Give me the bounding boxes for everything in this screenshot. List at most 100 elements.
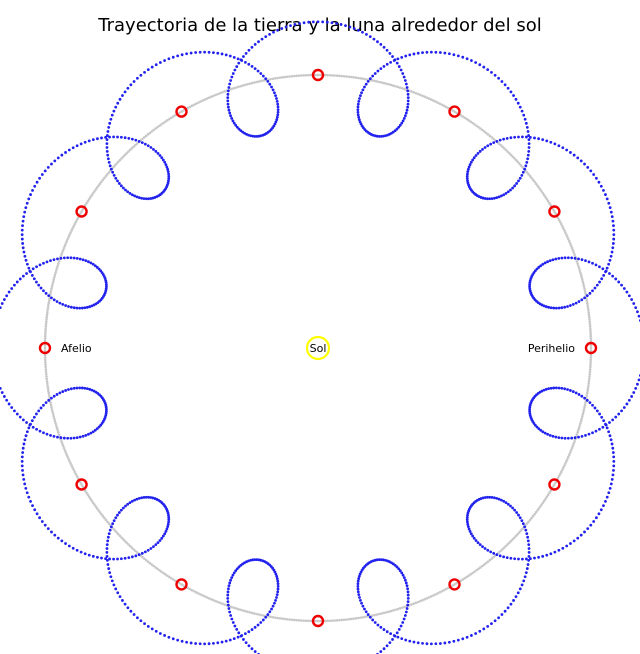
earth-orbit-point — [371, 79, 374, 82]
moon-path-point — [359, 94, 362, 98]
moon-path-point — [78, 306, 82, 310]
earth-orbit-point — [57, 433, 61, 436]
earth-orbit-point — [103, 516, 106, 520]
moon-path-point — [404, 638, 408, 642]
earth-orbit-point — [359, 616, 363, 619]
moon-path-point — [497, 195, 501, 199]
earth-orbit-point — [451, 109, 454, 112]
earth-orbit-point — [135, 551, 139, 554]
earth-orbit-point — [587, 311, 590, 314]
moon-path-point — [416, 51, 420, 55]
moon-path-point — [50, 296, 53, 300]
moon-path-point — [474, 632, 478, 635]
moon-path-point — [109, 167, 113, 171]
moon-path-point — [489, 550, 493, 554]
moon-path-point — [149, 197, 153, 200]
earth-orbit-point — [347, 75, 351, 79]
moon-path-point — [588, 401, 592, 405]
moon-path-point — [127, 556, 131, 560]
moon-path-point — [566, 256, 570, 260]
earth-orbit-point — [444, 587, 448, 591]
earth-orbit-point — [66, 237, 69, 241]
earth-orbit-point — [354, 617, 358, 620]
moon-path-point — [105, 543, 109, 547]
moon-path-point — [2, 395, 6, 398]
earth-orbit-point — [434, 593, 437, 596]
moon-path-point — [104, 283, 108, 287]
moon-path-point — [524, 528, 528, 532]
earth-orbit-point — [49, 289, 53, 293]
moon-path-point — [492, 196, 496, 200]
moon-path-point — [486, 495, 489, 499]
earth-orbit-point — [463, 116, 466, 120]
moon-path-point — [535, 425, 539, 429]
moon-path-point — [96, 137, 99, 141]
moon-path-point — [551, 258, 555, 262]
earth-position-marker — [38, 341, 52, 355]
moon-path-point — [66, 256, 70, 260]
earth-orbit-point — [481, 564, 484, 568]
moon-path-point — [152, 147, 155, 151]
moon-path-point — [486, 548, 490, 552]
moon-path-point — [156, 541, 160, 545]
earth-orbit-point — [527, 520, 530, 523]
earth-orbit-point — [304, 619, 308, 623]
moon-path-point — [553, 550, 557, 554]
moon-path-point — [541, 554, 545, 558]
moon-path-point — [611, 446, 615, 450]
earth-orbit-point — [556, 216, 560, 220]
moon-path-point — [524, 164, 528, 168]
moon-path-point — [466, 513, 469, 517]
moon-path-point — [589, 169, 593, 173]
earth-orbit-point — [43, 349, 47, 352]
earth-orbit-point — [586, 389, 589, 393]
earth-orbit-point — [255, 80, 258, 84]
moon-path-point — [499, 498, 503, 502]
moon-path-point — [150, 627, 154, 631]
earth-orbit-point — [453, 110, 456, 113]
moon-path-point — [228, 54, 232, 58]
moon-path-point — [106, 157, 110, 161]
moon-path-point — [0, 391, 4, 394]
earth-orbit-point — [44, 322, 48, 326]
earth-orbit-point — [54, 269, 58, 272]
earth-orbit-point — [75, 218, 79, 222]
earth-orbit-point — [576, 431, 579, 434]
moon-path-point — [363, 85, 366, 89]
moon-path-point — [397, 567, 401, 571]
earth-orbit-point — [61, 444, 65, 448]
earth-orbit-point — [573, 440, 576, 443]
moon-path-point — [234, 123, 238, 127]
earth-orbit-point — [354, 76, 358, 79]
earth-orbit-point — [205, 596, 209, 599]
moon-path-point — [406, 587, 410, 591]
moon-path-point — [523, 117, 527, 121]
moon-path-point — [37, 283, 41, 287]
earth-orbit-point — [588, 368, 592, 371]
earth-orbit-point — [582, 408, 586, 411]
moon-path-point — [580, 434, 584, 438]
moon-path-point — [523, 167, 527, 171]
moon-path-point — [549, 306, 553, 310]
moon-path-point — [512, 599, 515, 602]
moon-path-point — [15, 280, 19, 284]
moon-path-point — [404, 610, 408, 614]
moon-path-point — [527, 559, 531, 562]
moon-path-point — [512, 94, 515, 97]
moon-path-point — [257, 558, 261, 562]
earth-orbit-point — [94, 188, 98, 191]
moon-path-point — [226, 593, 230, 597]
moon-path-point — [610, 442, 614, 446]
moon-path-point — [379, 625, 383, 629]
earth-orbit-point — [382, 81, 386, 85]
earth-orbit-point — [180, 583, 183, 586]
earth-orbit-point — [588, 372, 592, 376]
moon-path-point — [548, 433, 552, 437]
earth-orbit-point — [156, 125, 159, 129]
moon-path-point — [498, 554, 502, 558]
earth-orbit-point — [580, 417, 583, 420]
earth-orbit-point — [49, 403, 53, 407]
moon-path-point — [604, 500, 607, 503]
moon-path-point — [382, 45, 386, 49]
earth-orbit-point — [588, 320, 592, 324]
